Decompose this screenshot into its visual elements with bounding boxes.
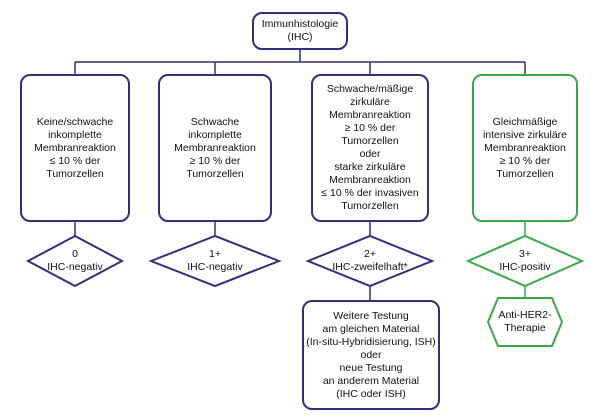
category-box-2: Schwache/mäßige zirkuläre Membranreaktio… xyxy=(311,74,429,222)
score-diamond-0 xyxy=(25,234,125,288)
score-diamond-1 xyxy=(148,234,282,288)
root-label: Immunhistologie (IHC) xyxy=(261,18,339,43)
score-label-3: 3+ IHC-positiv xyxy=(499,248,551,273)
further-testing-label: Weitere Testung am gleichen Material (In… xyxy=(306,309,436,400)
category-label-1: Schwache inkomplette Membranreaktion ≥ 1… xyxy=(174,115,256,180)
therapy-label: Anti-HER2- Therapie xyxy=(498,309,552,334)
category-label-3: Gleichmäßige intensive zirkuläre Membran… xyxy=(482,115,568,180)
therapy-hexagon xyxy=(486,297,564,347)
further-testing-box: Weitere Testung am gleichen Material (In… xyxy=(302,300,440,410)
category-box-3: Gleichmäßige intensive zirkuläre Membran… xyxy=(472,74,578,222)
category-label-0: Keine/schwache inkomplette Membranreakti… xyxy=(34,115,116,180)
score-label-0: 0 IHC-negativ xyxy=(47,248,103,273)
score-label-1: 1+ IHC-negativ xyxy=(187,248,243,273)
score-diamond-3 xyxy=(465,234,585,288)
score-label-2: 2+ IHC-zweifelhaft* xyxy=(332,248,408,273)
category-label-2: Schwache/mäßige zirkuläre Membranreaktio… xyxy=(321,83,419,212)
root-box: Immunhistologie (IHC) xyxy=(252,12,348,50)
category-box-0: Keine/schwache inkomplette Membranreakti… xyxy=(20,74,130,222)
category-box-1: Schwache inkomplette Membranreaktion ≥ 1… xyxy=(158,74,272,222)
score-diamond-2 xyxy=(305,234,435,288)
